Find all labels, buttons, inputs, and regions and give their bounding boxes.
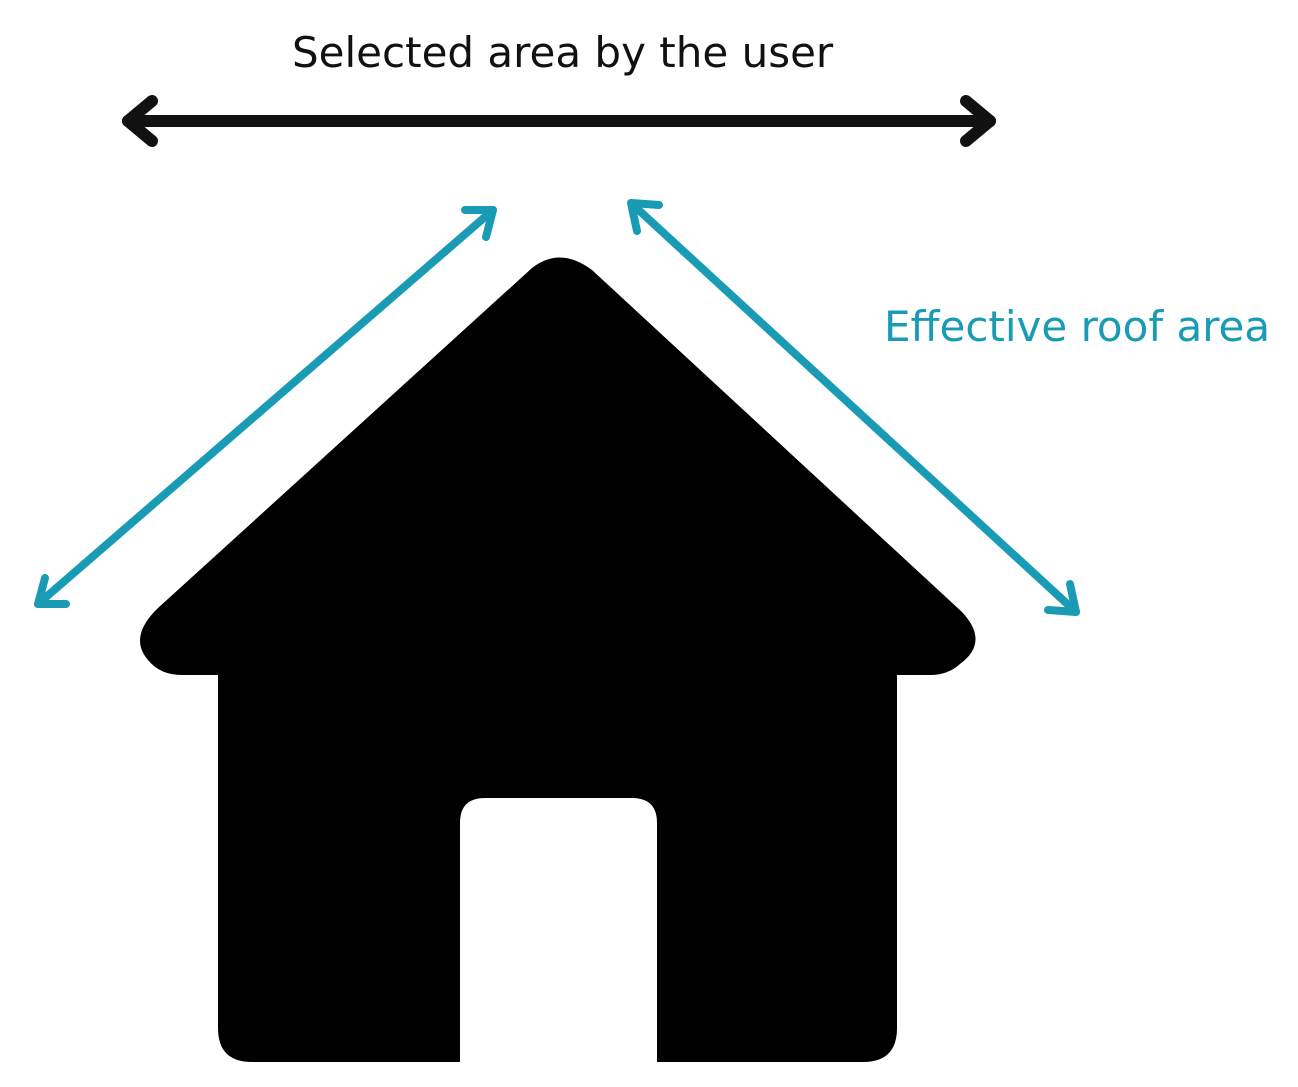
- selected-area-arrow-right-head: [960, 95, 996, 147]
- roof-arrow-left-shaft: [34, 206, 497, 608]
- effective-roof-area-label: Effective roof area: [884, 302, 1271, 351]
- roof-arrow-right-icon: [627, 199, 1080, 616]
- roof-arrow-left-bottom-head: [34, 574, 70, 608]
- selected-area-arrow-left-head: [122, 95, 158, 147]
- roof-arrow-right-bottom-head: [1044, 580, 1080, 616]
- roof-arrow-right-shaft: [627, 199, 1080, 616]
- selected-area-label: Selected area by the user: [292, 28, 834, 77]
- roof-arrow-right-top-head: [627, 199, 663, 235]
- roof-arrow-left-top-head: [461, 206, 497, 241]
- selected-area-arrow-icon: [122, 95, 996, 147]
- house-icon: [140, 257, 976, 1062]
- roof-arrow-left-icon: [34, 206, 497, 608]
